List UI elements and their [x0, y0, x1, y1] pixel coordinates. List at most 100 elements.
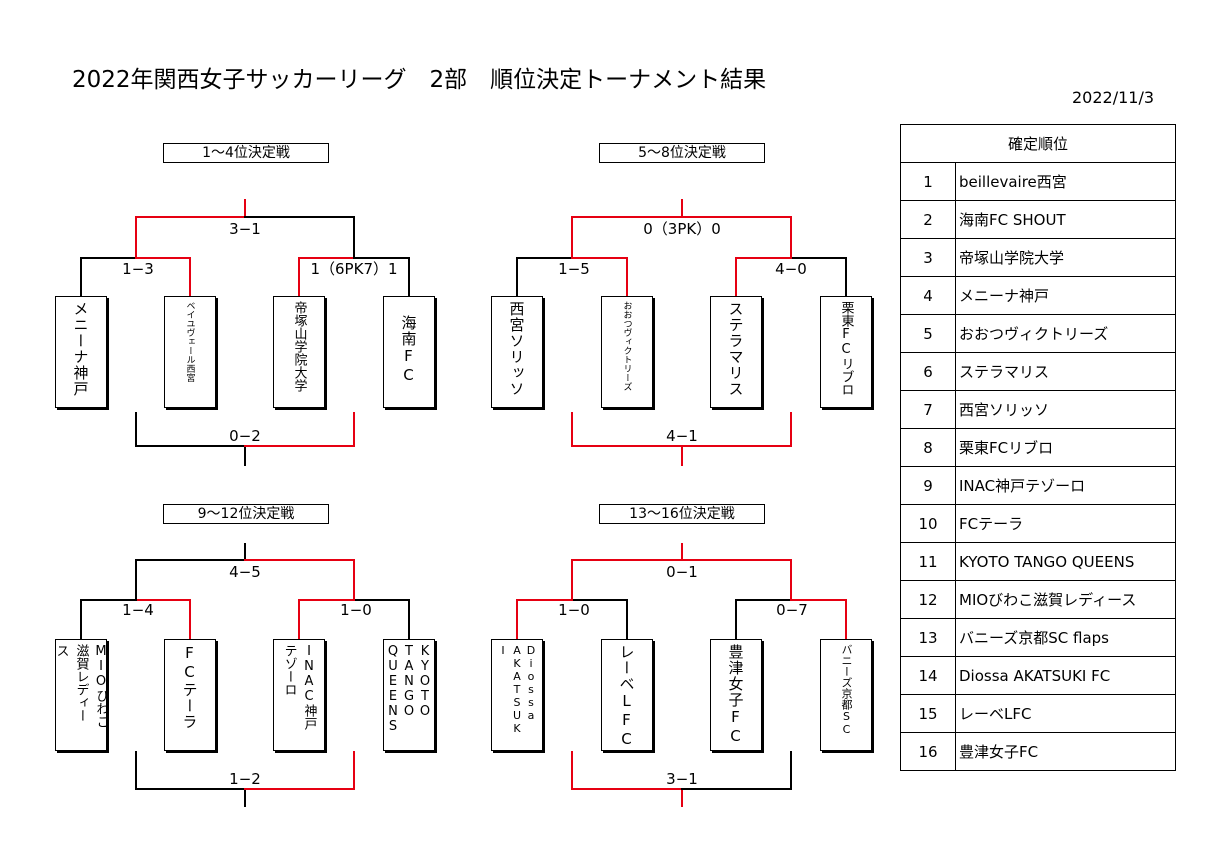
document-date: 2022/11/3: [1072, 88, 1155, 107]
rank-team: Diossa AKATSUKI FC: [955, 656, 1176, 695]
rank-number: 14: [900, 656, 956, 695]
team-name: 豊津女子FC: [726, 644, 745, 746]
rank-team: FCテーラ: [955, 504, 1176, 543]
rank-number: 4: [900, 276, 956, 315]
semi2-score-9-12: 1−0: [340, 601, 372, 619]
section-label-5-8: 5〜8位決定戦: [599, 143, 765, 163]
team-box: KYOTO TANGO QUEENS: [383, 639, 435, 751]
rank-team: バニーズ京都SC flaps: [955, 618, 1176, 657]
team-name: ステラマリス: [726, 301, 745, 397]
semi2-score-5-8: 4−0: [775, 260, 807, 278]
team-name-line: テゾーロ: [281, 644, 297, 696]
team-name: メニーナ神戸: [71, 301, 90, 397]
rank-team: 栗東FCリブロ: [955, 428, 1176, 467]
team-name-line: INAC神戸: [301, 644, 317, 730]
team-box: 帝塚山学院大学: [273, 296, 325, 408]
team-name-line: Diossa: [524, 644, 538, 722]
rank-number: 8: [900, 428, 956, 467]
team-name: ベイユヴェール西宮: [184, 301, 195, 382]
team-box: FCテーラ: [164, 639, 216, 751]
section-label-13-16: 13〜16位決定戦: [599, 504, 765, 524]
rank-team: おおつヴィクトリーズ: [955, 314, 1176, 353]
rank-number: 1: [900, 162, 956, 201]
semi1-score-5-8: 1−5: [558, 260, 590, 278]
team-box: 栗東FCリブロ: [820, 296, 872, 408]
semi2-score-13-16: 0−7: [776, 601, 808, 619]
rank-number: 6: [900, 352, 956, 391]
team-box: 西宮ソリッソ: [491, 296, 543, 408]
rank-team: MIOびわこ滋賀レディース: [955, 580, 1176, 619]
team-name: 海南FC: [399, 315, 418, 385]
rank-team: ステラマリス: [955, 352, 1176, 391]
rank-number: 16: [900, 732, 956, 771]
rank-number: 13: [900, 618, 956, 657]
team-name: FCテーラ: [180, 644, 199, 730]
semi1-score-1-4: 1−3: [122, 260, 154, 278]
rank-team: 西宮ソリッソ: [955, 390, 1176, 429]
semi2-score-1-4: 1（6PK7）1: [310, 260, 398, 278]
rank-number: 9: [900, 466, 956, 505]
team-name-line: TANGO: [401, 644, 417, 719]
rank-team: INAC神戸テゾーロ: [955, 466, 1176, 505]
team-box: 豊津女子FC: [710, 639, 762, 751]
team-box: 海南FC: [383, 296, 435, 408]
team-box: INAC神戸 テゾーロ: [273, 639, 325, 751]
team-box: Diossa AKATSUK I: [491, 639, 543, 751]
third-score-9-12: 1−2: [229, 770, 261, 788]
team-box: おおつヴィクトリーズ: [601, 296, 653, 408]
team-box: レーベLFC: [601, 639, 653, 751]
final-score-1-4: 3−1: [229, 220, 261, 238]
team-name: 帝塚山学院大学: [291, 301, 307, 392]
rank-number: 7: [900, 390, 956, 429]
team-box: MIOびわこ 滋賀レディー ス: [54, 639, 109, 751]
rank-number: 3: [900, 238, 956, 277]
rank-team: レーベLFC: [955, 694, 1176, 733]
semi1-score-13-16: 1−0: [558, 601, 590, 619]
team-name: おおつヴィクトリーズ: [621, 301, 632, 391]
rank-team: KYOTO TANGO QUEENS: [955, 542, 1176, 581]
team-name-line: QUEENS: [385, 644, 401, 734]
rank-team: 豊津女子FC: [955, 732, 1176, 771]
final-score-5-8: 0（3PK）0: [643, 220, 721, 238]
third-score-5-8: 4−1: [666, 427, 698, 445]
team-name-line: I: [496, 644, 510, 657]
team-box: バニーズ京都SC: [820, 639, 872, 751]
rank-team: メニーナ神戸: [955, 276, 1176, 315]
section-label-1-4: 1〜4位決定戦: [163, 143, 329, 163]
bracket-lines: [80, 199, 847, 807]
rank-team: beillevaire西宮: [955, 162, 1176, 201]
ranking-header: 確定順位: [900, 124, 1176, 163]
team-name: バニーズ京都SC: [840, 644, 853, 736]
rank-number: 11: [900, 542, 956, 581]
third-score-1-4: 0−2: [229, 427, 261, 445]
rank-number: 12: [900, 580, 956, 619]
rank-team: 海南FC SHOUT: [955, 200, 1176, 239]
team-name-line: AKATSUK: [510, 644, 524, 735]
team-name: 栗東FCリブロ: [838, 301, 854, 396]
rank-number: 2: [900, 200, 956, 239]
final-score-13-16: 0−1: [666, 563, 698, 581]
rank-number: 5: [900, 314, 956, 353]
rank-number: 15: [900, 694, 956, 733]
page-title: 2022年関西女子サッカーリーグ 2部 順位決定トーナメント結果: [72, 67, 767, 93]
team-box: ステラマリス: [710, 296, 762, 408]
team-name-line: 滋賀レディー: [73, 644, 89, 722]
team-name-line: KYOTO: [417, 644, 433, 719]
rank-number: 10: [900, 504, 956, 543]
